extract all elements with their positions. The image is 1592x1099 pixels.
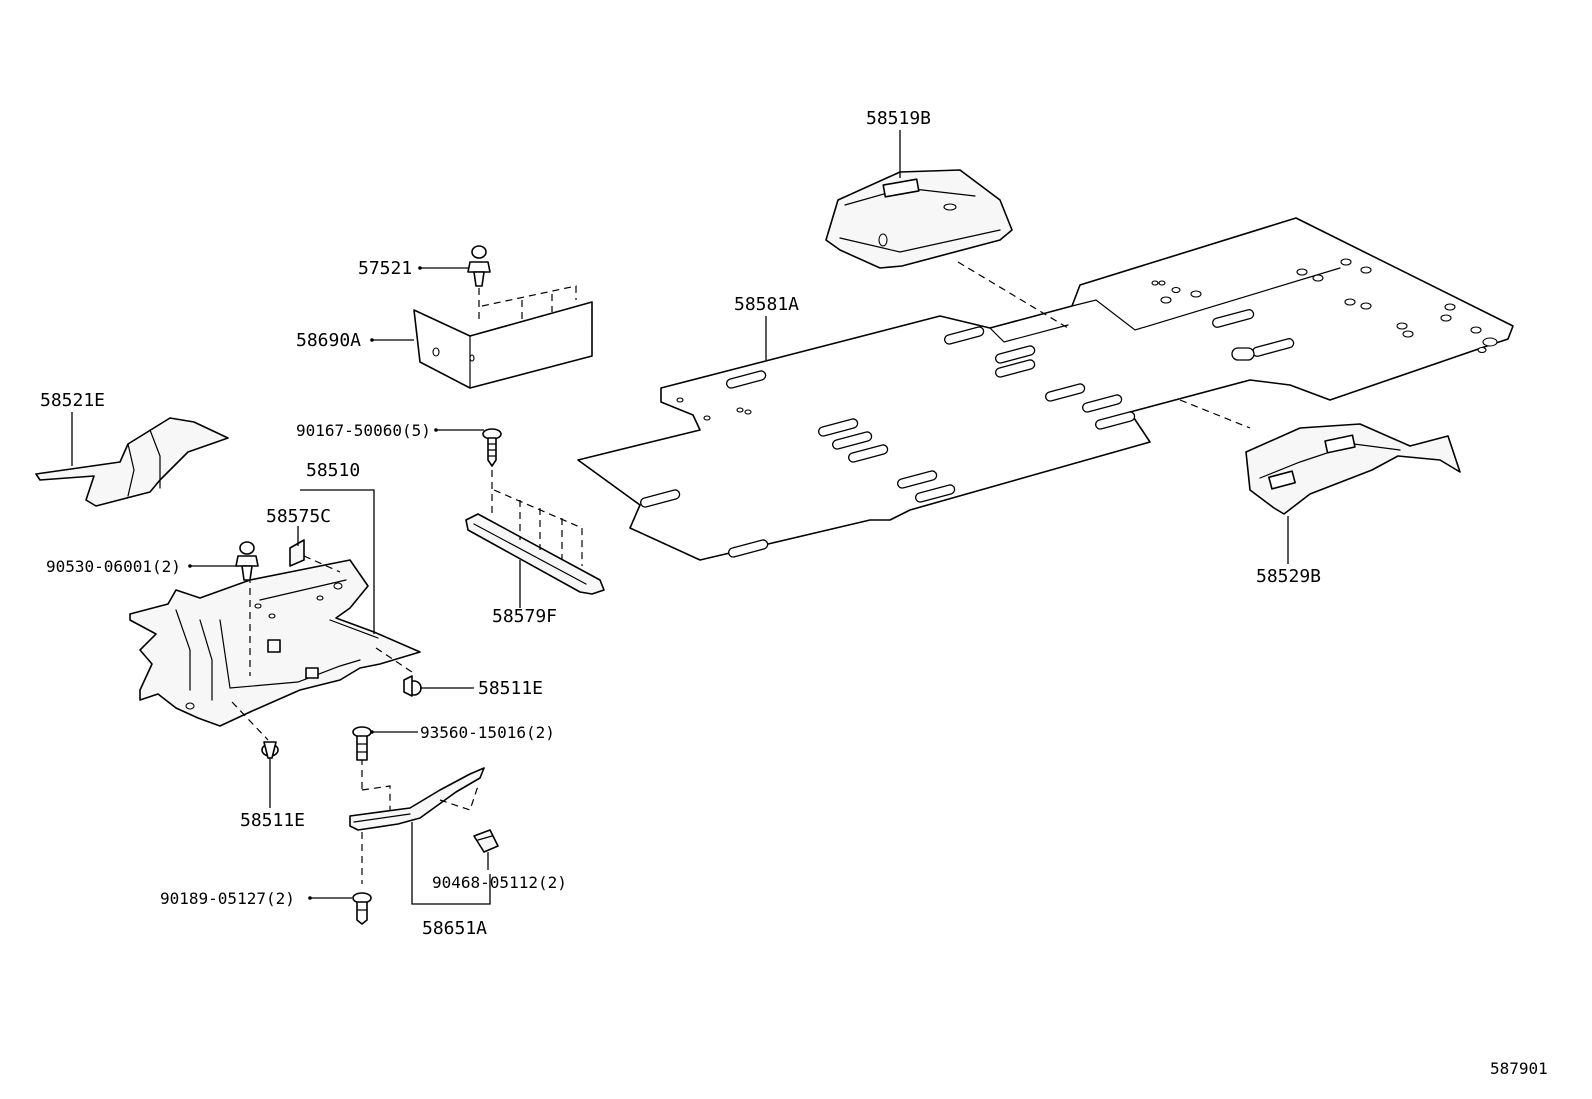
label-90530: 90530-06001(2)	[46, 557, 181, 576]
clip-58511E-lower	[261, 741, 279, 759]
cover-58519B	[825, 169, 1013, 269]
clip-58575C	[289, 539, 305, 567]
bracket-58651A	[349, 746, 485, 884]
label-58581A: 58581A	[734, 294, 799, 315]
clip-57521	[467, 245, 491, 320]
label-58511E-a: 58511E	[478, 678, 543, 699]
label-58651A: 58651A	[422, 918, 487, 939]
bracket-58690A	[413, 285, 593, 389]
tray-58510	[129, 555, 421, 741]
reference-code: 587901	[1490, 1059, 1548, 1078]
bolt-90189	[352, 892, 372, 925]
screw-90167	[482, 428, 502, 514]
leader-58510	[300, 489, 375, 634]
label-58529B: 58529B	[1256, 566, 1321, 587]
label-58511E-b: 58511E	[240, 810, 305, 831]
label-58510: 58510	[306, 460, 360, 481]
label-58521E: 58521E	[40, 390, 105, 411]
label-90468: 90468-05112(2)	[432, 873, 567, 892]
label-58575C: 58575C	[266, 506, 331, 527]
floor-mat-58581A	[577, 217, 1514, 561]
label-58579F: 58579F	[492, 606, 557, 627]
wheelhouse-pad-58529B	[1245, 423, 1461, 515]
bolt-93560	[352, 726, 372, 761]
clip-90530	[235, 541, 259, 581]
label-57521: 57521	[358, 258, 412, 279]
clip-58511E-right	[403, 675, 422, 697]
nut-90468	[473, 829, 499, 853]
label-90189: 90189-05127(2)	[160, 889, 295, 908]
label-90167: 90167-50060(5)	[296, 421, 431, 440]
pad-58521E	[35, 417, 229, 507]
label-58519B: 58519B	[866, 108, 931, 129]
label-58690A: 58690A	[296, 330, 361, 351]
rail-58579F	[465, 489, 605, 595]
label-93560: 93560-15016(2)	[420, 723, 555, 742]
leader-58651A	[411, 822, 491, 905]
